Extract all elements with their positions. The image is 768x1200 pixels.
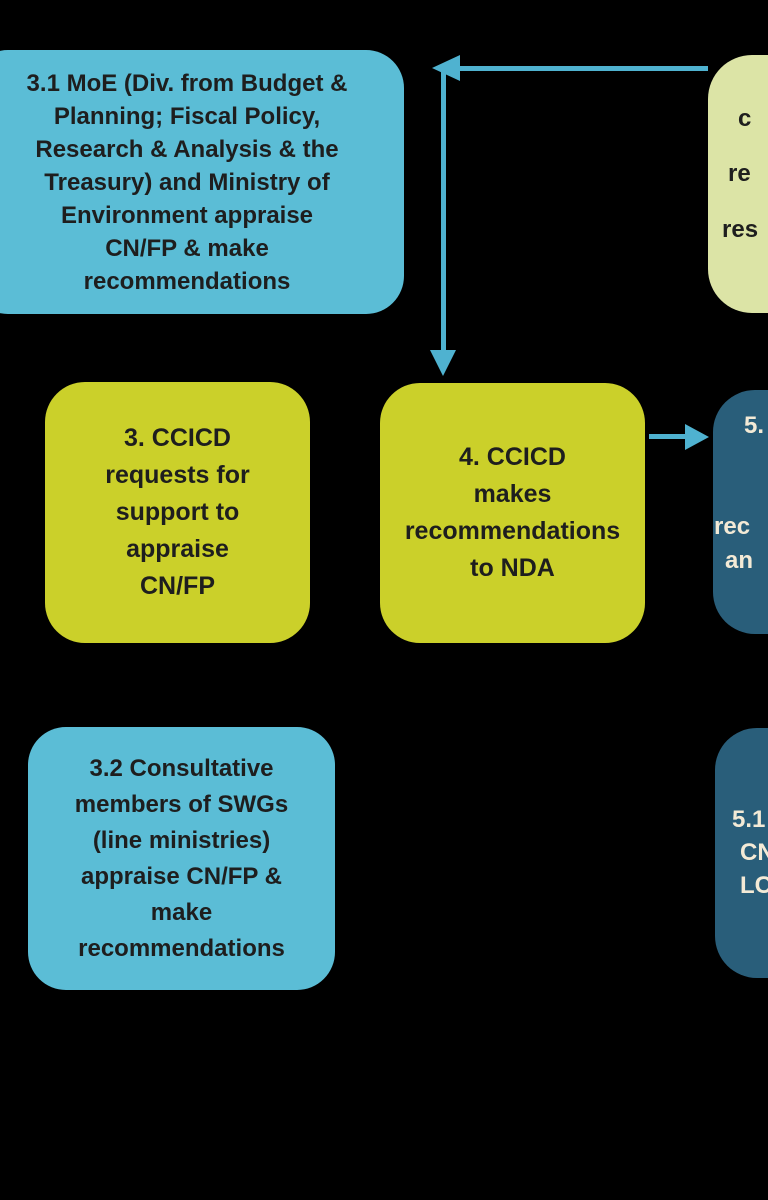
partial-text-fragment: rec <box>714 513 751 540</box>
text-line: (line ministries) <box>92 826 271 854</box>
box-3-1-moe-appraisal: 3.1 MoE (Div. from Budget & Planning; Fi… <box>0 50 404 314</box>
connector-line-horizontal <box>649 434 687 439</box>
text-line: support to <box>115 498 240 526</box>
partial-text-fragment: 5.1 <box>732 806 766 833</box>
partial-text-fragment: 5. <box>744 412 765 439</box>
connector-line-vertical <box>441 68 446 353</box>
text-line: to NDA <box>470 554 555 582</box>
partial-text-fragment: c <box>738 105 752 132</box>
text-line: Planning; Fiscal Policy, <box>53 102 321 130</box>
arrowhead-right-icon <box>685 424 709 450</box>
text-line: requests for <box>105 461 250 489</box>
text-line: Treasury) and Ministry of <box>44 168 330 196</box>
text-line: members of SWGs <box>74 790 289 818</box>
text-line: 3.1 MoE (Div. from Budget & <box>26 69 348 97</box>
text-line: CN/FP & make <box>105 234 269 262</box>
text-line: Environment appraise <box>60 201 314 229</box>
text-line: recommendations <box>78 934 285 962</box>
text-line: make <box>150 898 213 926</box>
text-line: makes <box>473 480 552 508</box>
partial-text-fragment: an <box>725 547 754 574</box>
partial-text-fragment: res <box>722 216 759 243</box>
partial-text-fragment: CN <box>740 839 768 866</box>
box-5-1-partial <box>715 728 768 978</box>
arrowhead-down-icon <box>430 350 456 376</box>
partial-text-fragment: re <box>728 160 751 187</box>
box-3-2-swg-appraisal: 3.2 Consultative members of SWGs (line m… <box>28 727 335 990</box>
arrowhead-left-icon <box>432 55 460 81</box>
text-line: appraise <box>126 535 229 563</box>
partial-text-fragment: LC <box>740 872 768 899</box>
text-line: Research & Analysis & the <box>35 135 339 163</box>
box-5-partial <box>713 390 768 634</box>
box-2-partial-top-right <box>708 55 768 313</box>
text-line: 3.2 Consultative <box>89 754 274 782</box>
text-line: 3. CCICD <box>124 424 231 452</box>
connector-line-horizontal <box>456 66 708 71</box>
text-line: 4. CCICD <box>459 443 566 471</box>
text-line: recommendations <box>83 267 291 295</box>
text-line: CN/FP <box>140 572 215 600</box>
box-3-ccicd-requests-support: 3. CCICD requests for support to apprais… <box>45 382 310 643</box>
text-line: recommendations <box>404 517 621 545</box>
box-4-ccicd-makes-recommendations: 4. CCICD makes recommendations to NDA <box>380 383 645 643</box>
text-line: appraise CN/FP & <box>81 862 282 890</box>
